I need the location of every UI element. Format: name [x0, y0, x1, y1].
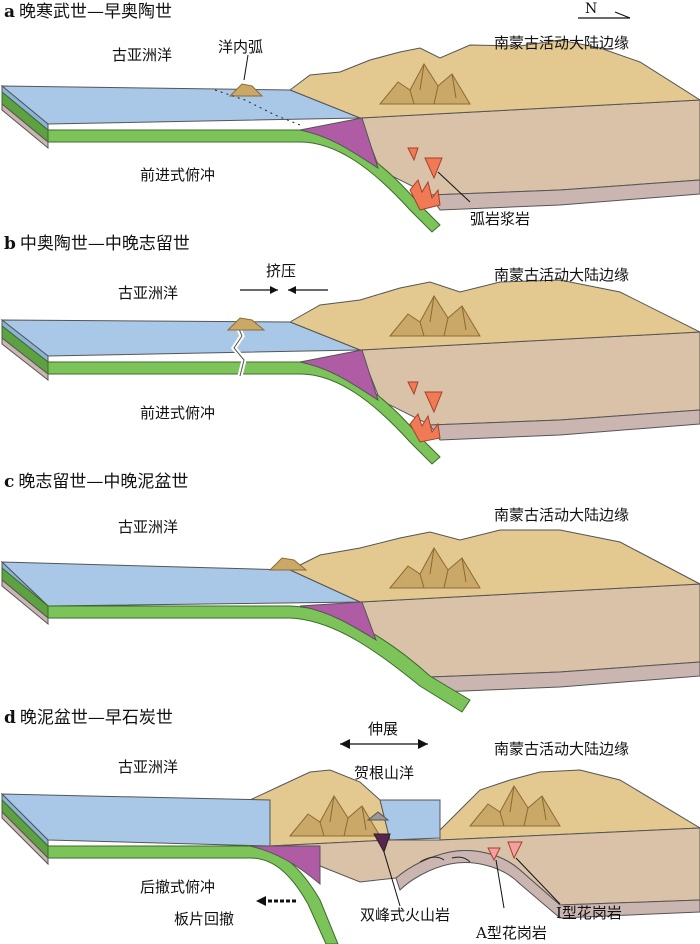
- panel-c-letter: c: [4, 472, 15, 492]
- panel-a-arc-label: 洋内弧: [218, 38, 264, 56]
- panel-b-title-text: 中奥陶世—中晚志留世: [19, 234, 190, 254]
- panel-a-magma-label: 弧岩浆岩: [470, 210, 531, 228]
- panel-c-diagram: [0, 529, 700, 713]
- panel-a-diagram: [0, 11, 700, 233]
- panel-b-ocean-label: 古亚洲洋: [118, 284, 179, 302]
- panel-d-extension-label: 伸展: [368, 720, 399, 738]
- panel-c-margin-label: 南蒙古活动大陆边缘: [494, 506, 630, 524]
- panel-a-accretion: [299, 117, 379, 170]
- panel-d-rollback-label: 板片回撤: [174, 910, 235, 928]
- panel-c-ocean-label: 古亚洲洋: [118, 518, 179, 536]
- panel-b-margin-label: 南蒙古活动大陆边缘: [494, 266, 630, 284]
- panel-a-ocean-label: 古亚洲洋: [112, 46, 173, 64]
- panel-c-title-text: 晚志留世—中晚泥盆世: [18, 472, 189, 492]
- panel-d-rift-ocean-label: 贺根山洋: [354, 764, 415, 782]
- panel-a-margin-label: 南蒙古活动大陆边缘: [494, 34, 630, 52]
- panel-a-subduction-label: 前进式俯冲: [140, 166, 216, 184]
- panel-a-arc-shape: [228, 83, 264, 97]
- panel-d-margin-label: 南蒙古活动大陆边缘: [494, 740, 630, 758]
- panel-d-title-text: 晚泥盆世—早石炭世: [19, 708, 173, 728]
- panel-d-diagram: [0, 739, 700, 944]
- panel-d-i-granite-label: I型花岗岩: [556, 904, 622, 922]
- panel-b-letter: b: [4, 234, 16, 254]
- panel-a-magma-2: [424, 157, 443, 180]
- panel-d-subduction-label: 后撤式俯冲: [140, 878, 216, 896]
- panel-b-compression-label: 挤压: [266, 262, 297, 280]
- panel-a-magma-1: [407, 147, 419, 162]
- panel-b-subduction-label: 前进式俯冲: [140, 404, 216, 422]
- panel-b-diagram: [0, 279, 700, 465]
- panel-d-bimodal-label: 双峰式火山岩: [360, 906, 451, 924]
- north-arrow-label: N: [585, 1, 598, 17]
- panel-d-ocean-label: 古亚洲洋: [118, 758, 179, 776]
- panel-d-letter: d: [4, 708, 16, 728]
- panel-a-letter: a: [4, 2, 16, 22]
- panel-d-a-granite-label: A型花岗岩: [476, 924, 547, 942]
- panel-a-title-text: 晚寒武世—早奥陶世: [19, 2, 173, 22]
